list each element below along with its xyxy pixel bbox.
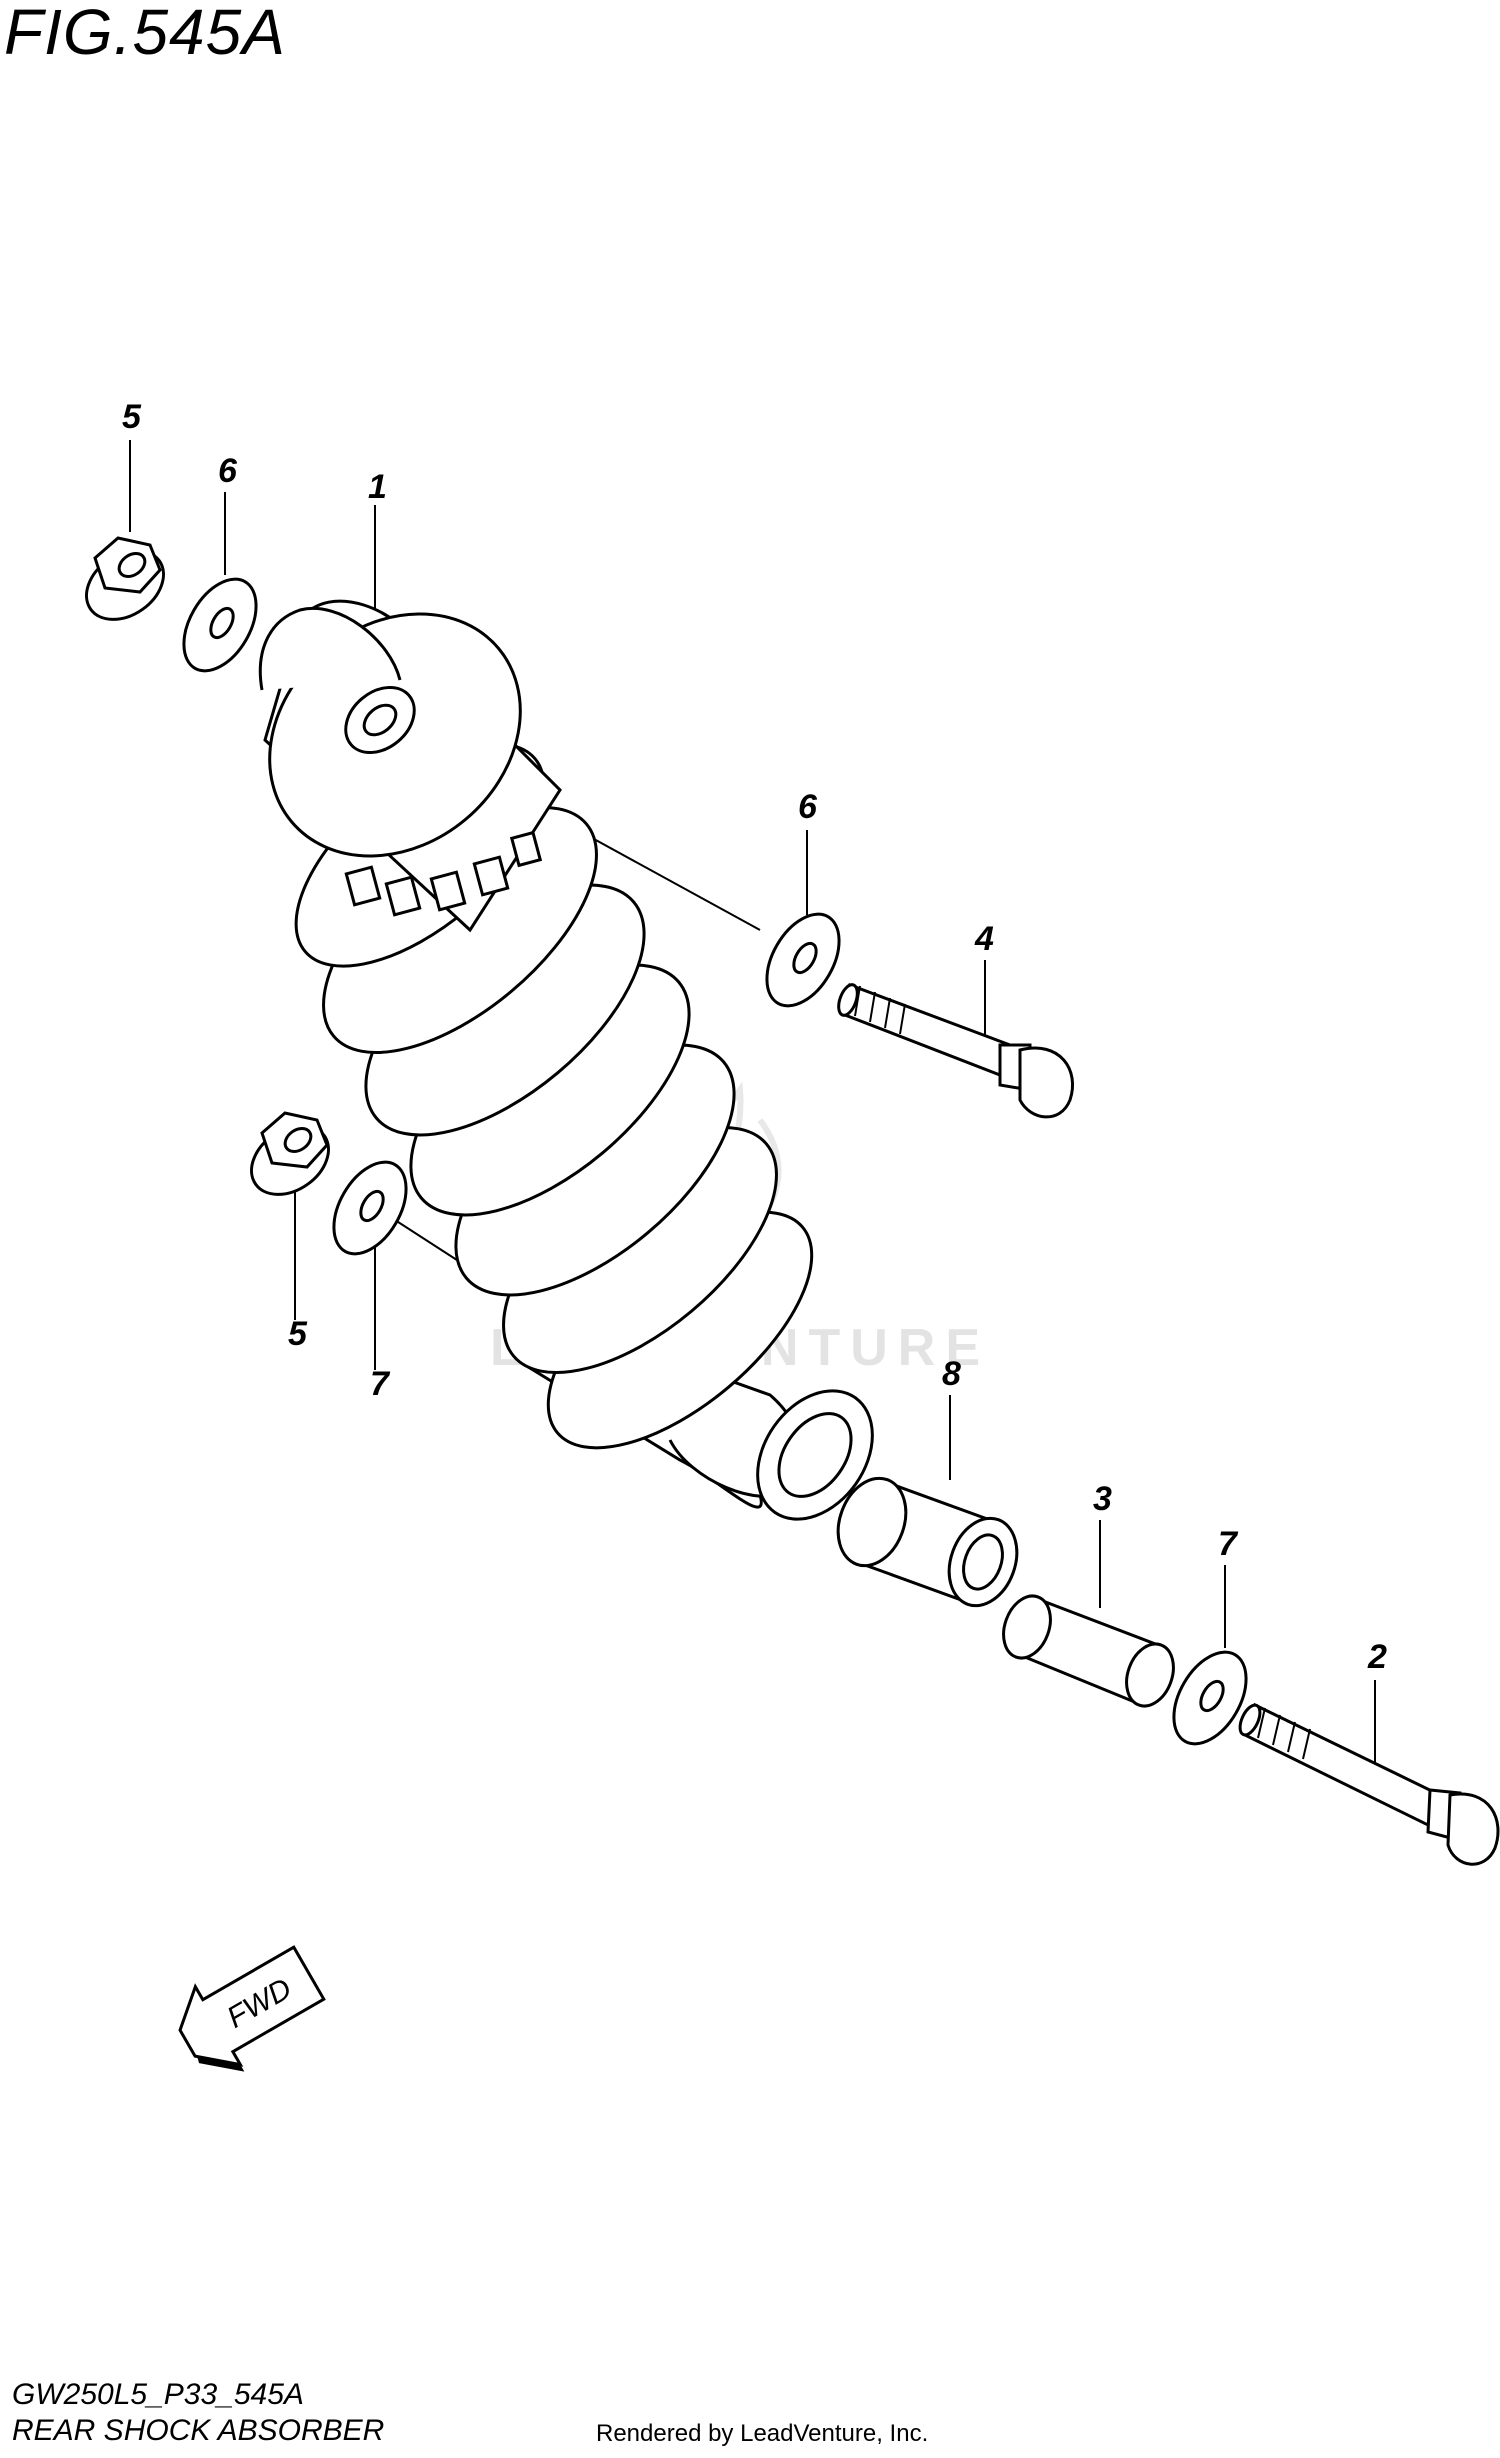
washer-top xyxy=(182,577,258,673)
callout-bushing: 8 xyxy=(942,1355,961,1393)
flange-nut-lower xyxy=(250,1111,330,1196)
figure-title: FIG.545A xyxy=(4,0,286,68)
callout-nut-top: 5 xyxy=(122,398,142,436)
callout-bolt-upper: 4 xyxy=(974,920,994,958)
diagram-code: GW250L5_P33_545A xyxy=(12,2378,304,2411)
callout-washer-top: 6 xyxy=(218,452,238,490)
callout-spacer: 3 xyxy=(1093,1480,1112,1518)
callout-bolt-lower: 2 xyxy=(1367,1638,1387,1676)
diagram-name: REAR SHOCK ABSORBER xyxy=(12,2414,385,2447)
callout-washer-lower: 7 xyxy=(370,1365,391,1403)
washer-right xyxy=(765,912,841,1008)
rendered-by-credit: Rendered by LeadVenture, Inc. xyxy=(596,2420,929,2447)
callout-washer-bottom: 7 xyxy=(1218,1525,1239,1563)
bolt-upper xyxy=(837,982,1075,1119)
spacer xyxy=(1002,1594,1175,1708)
shock-absorber xyxy=(258,599,874,1521)
bushing xyxy=(836,1476,1019,1608)
callout-washer-right: 6 xyxy=(798,788,818,826)
callout-nut-lower: 5 xyxy=(288,1315,308,1353)
bolt-lower xyxy=(1238,1702,1500,1866)
fwd-arrow: FWD xyxy=(178,1945,326,2072)
flange-nut-top xyxy=(85,536,165,621)
callout-absorber: 1 xyxy=(368,468,387,506)
washer-bottom xyxy=(1172,1650,1248,1746)
washer-lower xyxy=(332,1160,408,1256)
